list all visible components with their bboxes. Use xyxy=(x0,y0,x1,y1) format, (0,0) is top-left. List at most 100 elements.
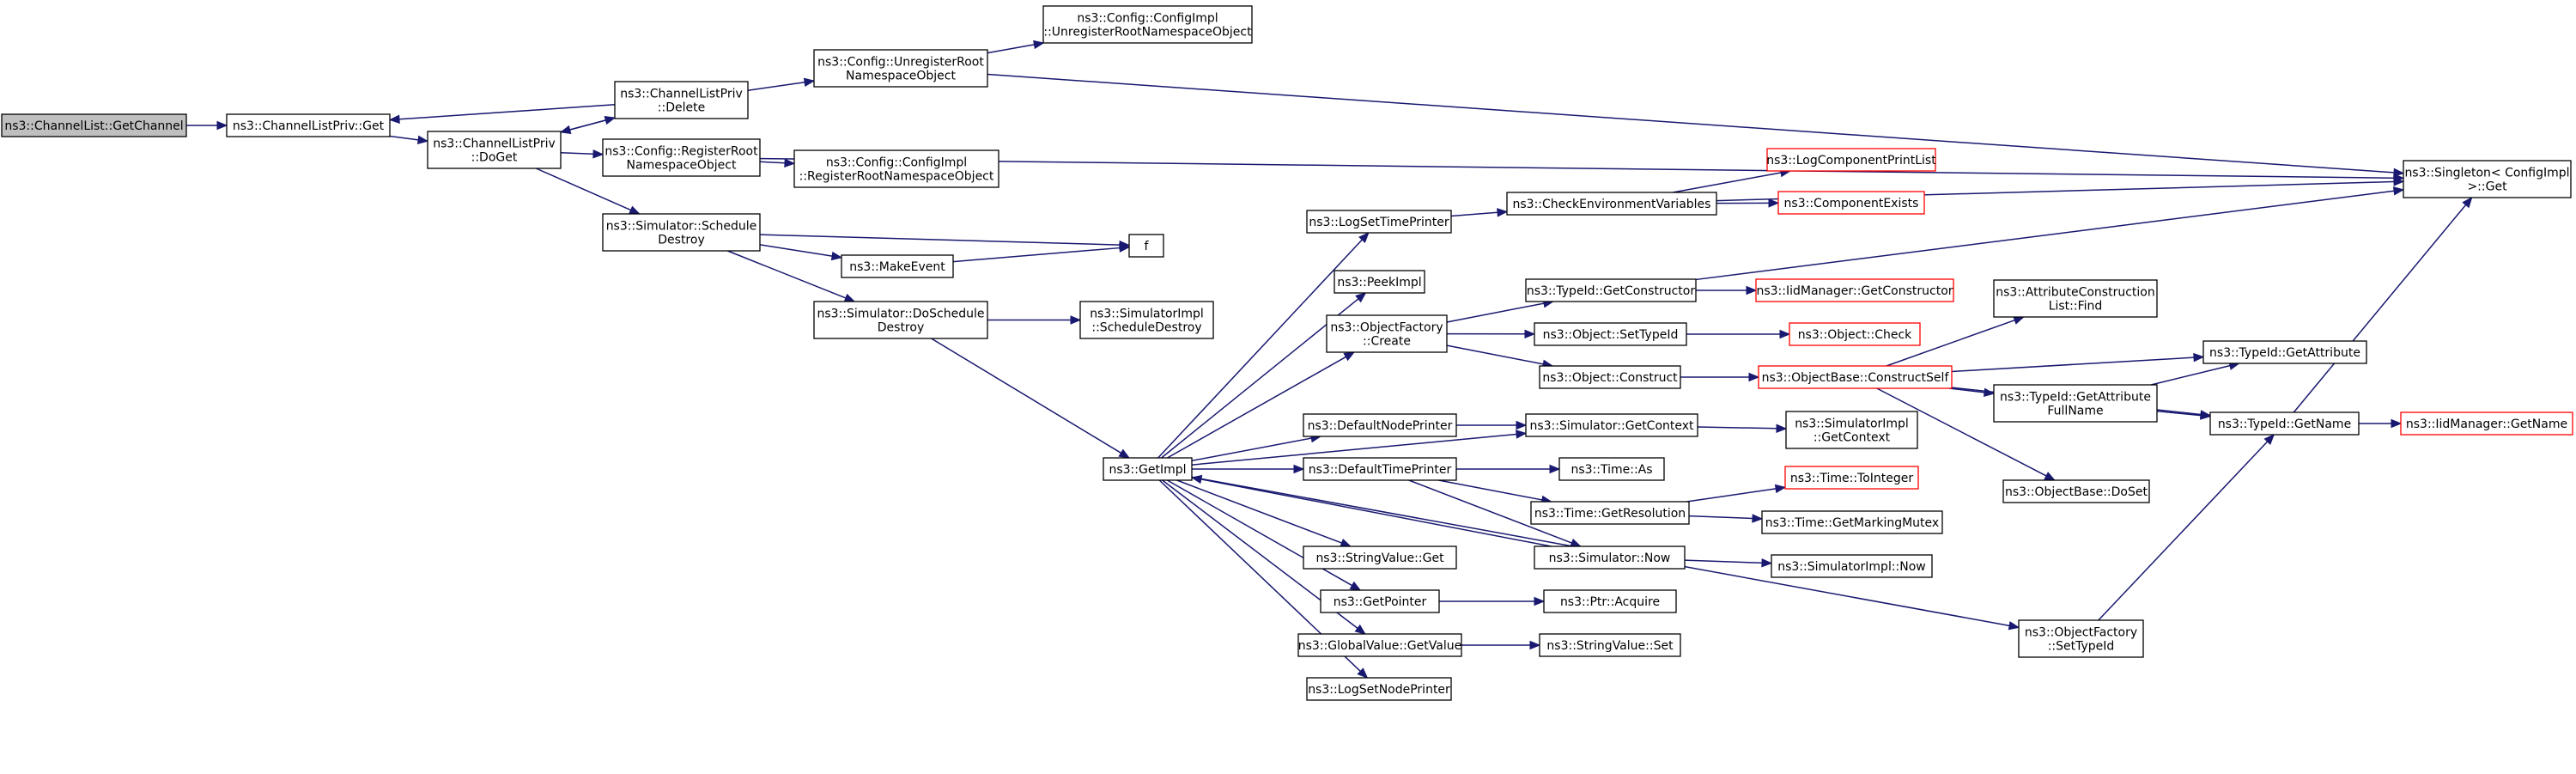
node-typeidgetctor[interactable]: ns3::TypeId::GetConstructor xyxy=(1525,278,1697,302)
node-iidgetname[interactable]: ns3::IidManager::GetName xyxy=(2400,411,2573,436)
node-compexists[interactable]: ns3::ComponentExists xyxy=(1777,191,1925,215)
node-logcomp[interactable]: ns3::LogComponentPrintList xyxy=(1766,148,1936,172)
node-box xyxy=(2002,479,2150,503)
edge-line xyxy=(1176,479,1342,544)
call-edge-timegetres-to-timemutex xyxy=(1688,514,1764,523)
node-stringvalget[interactable]: ns3::StringValue::Get xyxy=(1303,545,1457,570)
arrowhead-icon xyxy=(1119,243,1131,253)
node-schedule[interactable]: ns3::Simulator::ScheduleDestroy xyxy=(602,213,761,252)
node-label: ns3::Config::RegisterRoot xyxy=(605,145,758,159)
node-stringvalset[interactable]: ns3::StringValue::Set xyxy=(1539,633,1681,657)
node-iidgetctor[interactable]: ns3::IidManager::GetConstructor xyxy=(1755,278,1954,302)
edge-line xyxy=(1951,357,2195,373)
node-label: ns3::DefaultTimePrinter xyxy=(1309,463,1452,477)
node-checkenv[interactable]: ns3::CheckEnvironmentVariables xyxy=(1506,192,1717,216)
node-constructself[interactable]: ns3::ObjectBase::ConstructSelf xyxy=(1758,365,1953,389)
node-simimplnow[interactable]: ns3::SimulatorImpl::Now xyxy=(1771,554,1933,578)
node-simimplgetctx[interactable]: ns3::SimulatorImpl::GetContext xyxy=(1785,411,1918,449)
node-ptracquire[interactable]: ns3::Ptr::Acquire xyxy=(1543,589,1677,613)
edge-line xyxy=(759,244,833,257)
node-singleton[interactable]: ns3::Singleton< ConfigImpl >::Get xyxy=(2403,160,2572,198)
node-globalgetval[interactable]: ns3::GlobalValue::GetValue xyxy=(1297,633,1462,657)
call-edge-objfactcreate-to-typeidgetctor xyxy=(1446,299,1555,323)
node-plistdelete[interactable]: ns3::ChannelListPriv::Delete xyxy=(614,81,749,119)
node-logsetnode[interactable]: ns3::LogSetNodePrinter xyxy=(1306,677,1452,701)
arrowhead-icon xyxy=(830,251,843,261)
node-typeidgetname[interactable]: ns3::TypeId::GetName xyxy=(2209,411,2360,436)
node-peekimpl[interactable]: ns3::PeekImpl xyxy=(1334,270,1425,294)
node-label: ::SetTypeId xyxy=(2048,640,2115,654)
node-box xyxy=(1539,365,1681,389)
node-label: ns3::TypeId::GetAttribute xyxy=(2000,391,2151,405)
node-implreg[interactable]: ns3::Config::ConfigImpl::RegisterRootNam… xyxy=(793,149,999,188)
node-label: ::GetContext xyxy=(1814,431,1891,445)
node-box xyxy=(793,149,999,188)
node-deftimeprinter[interactable]: ns3::DefaultTimePrinter xyxy=(1303,457,1457,481)
node-plistget[interactable]: ns3::ChannelListPriv::Get xyxy=(226,113,391,137)
node-unregroot[interactable]: ns3::Config::UnregisterRootNamespaceObje… xyxy=(813,49,988,88)
node-simimplsched[interactable]: ns3::SimulatorImpl::ScheduleDestroy xyxy=(1079,301,1214,339)
edge-line xyxy=(2098,441,2269,621)
node-box xyxy=(1306,210,1452,234)
arrowhead-icon xyxy=(1355,292,1367,303)
node-implunreg[interactable]: ns3::Config::ConfigImpl::UnregisterRootN… xyxy=(1042,5,1253,44)
node-getpointer[interactable]: ns3::GetPointer xyxy=(1320,589,1440,613)
node-timemutex[interactable]: ns3::Time::GetMarkingMutex xyxy=(1761,510,1943,534)
node-logsettime[interactable]: ns3::LogSetTimePrinter xyxy=(1306,210,1452,234)
node-label: ns3::LogSetNodePrinter xyxy=(1308,683,1450,697)
node-defnodeprinter[interactable]: ns3::DefaultNodePrinter xyxy=(1303,413,1457,437)
node-simgetcontext[interactable]: ns3::Simulator::GetContext xyxy=(1525,413,1698,437)
node-label: ns3::Object::Construct xyxy=(1542,371,1678,385)
node-regroot[interactable]: ns3::Config::RegisterRootNamespaceObject xyxy=(602,138,761,177)
node-simnow[interactable]: ns3::Simulator::Now xyxy=(1534,545,1686,570)
node-objconstruct[interactable]: ns3::Object::Construct xyxy=(1539,365,1681,389)
node-plistdoget[interactable]: ns3::ChannelListPriv::DoGet xyxy=(427,131,562,169)
call-edge-plistdelete-to-unregroot xyxy=(747,77,816,92)
node-box xyxy=(602,138,761,177)
call-edge-simnow-to-getimpl xyxy=(1190,474,1552,547)
call-edge-getpointer-to-ptracquire xyxy=(1439,596,1546,606)
node-objfactsettype[interactable]: ns3::ObjectFactory::SetTypeId xyxy=(2018,619,2144,658)
call-edge-plistdelete-to-plistdoget xyxy=(559,117,616,134)
node-objcheck[interactable]: ns3::Object::Check xyxy=(1789,322,1921,346)
node-objsettypeid[interactable]: ns3::Object::SetTypeId xyxy=(1534,322,1687,346)
node-timegetres[interactable]: ns3::Time::GetResolution xyxy=(1530,501,1690,525)
node-box xyxy=(1303,413,1457,437)
arrowhead-icon xyxy=(592,149,605,159)
node-getchannel[interactable]: ns3::ChannelList::GetChannel xyxy=(1,113,187,137)
node-box xyxy=(2400,411,2573,436)
node-objfactcreate[interactable]: ns3::ObjectFactory::Create xyxy=(1326,314,1448,353)
node-makeevent[interactable]: ns3::MakeEvent xyxy=(841,254,954,278)
node-typeidgetattr[interactable]: ns3::TypeId::GetAttribute xyxy=(2202,340,2367,364)
edge-line xyxy=(1157,239,1363,459)
node-label: ns3::GlobalValue::GetValue xyxy=(1298,639,1461,653)
node-label: ns3::ObjectBase::DoSet xyxy=(2005,485,2148,499)
arrowhead-icon xyxy=(843,293,856,302)
edge-line xyxy=(1948,387,1985,393)
call-edges xyxy=(186,40,2473,679)
node-box xyxy=(1079,301,1214,339)
node-timeas[interactable]: ns3::Time::As xyxy=(1558,457,1665,481)
arrowhead-icon xyxy=(1516,430,1528,439)
node-label: ns3::StringValue::Set xyxy=(1546,639,1674,653)
edge-line xyxy=(1672,172,1782,193)
arrowhead-icon xyxy=(1343,351,1356,362)
call-edge-deftimeprinter-to-timeas xyxy=(1456,464,1561,474)
arrowhead-icon xyxy=(1549,464,1561,474)
arrowhead-icon xyxy=(2193,352,2205,363)
call-edge-unregroot-to-singleton xyxy=(987,73,2405,178)
node-timetoint[interactable]: ns3::Time::ToInteger xyxy=(1784,466,1919,490)
call-edge-doschedule-to-simimplsched xyxy=(987,315,1082,325)
call-edge-getimpl-to-logsettime xyxy=(1157,232,1370,459)
node-label: NamespaceObject xyxy=(846,70,956,83)
node-objbasedoset[interactable]: ns3::ObjectBase::DoSet xyxy=(2002,479,2150,503)
node-box xyxy=(1303,545,1457,570)
node-getimpl[interactable]: ns3::GetImpl xyxy=(1103,457,1193,481)
call-edge-checkenv-to-compexists xyxy=(1716,198,1780,208)
node-label: ns3::GetImpl xyxy=(1109,463,1186,477)
node-f[interactable]: f xyxy=(1128,234,1164,258)
